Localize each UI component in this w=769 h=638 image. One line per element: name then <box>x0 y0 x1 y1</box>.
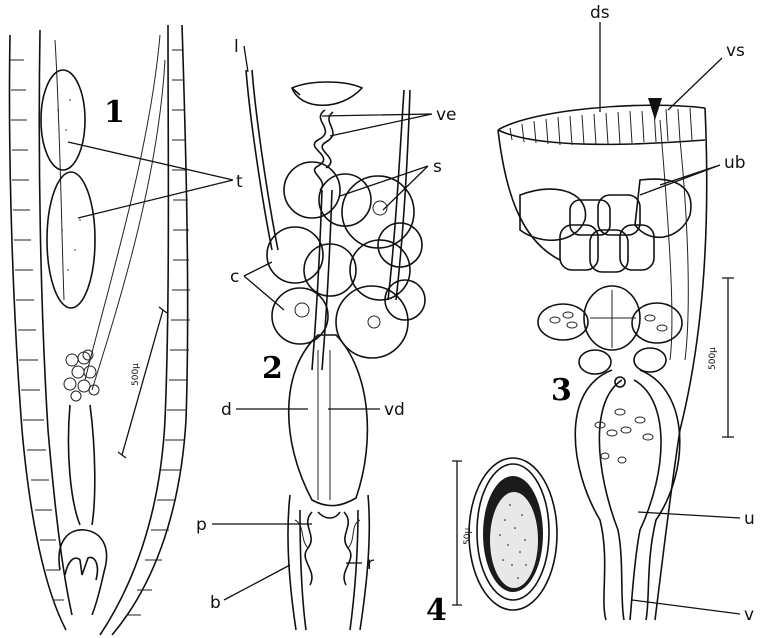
label-v: v <box>744 605 754 625</box>
figure-number-1: 1 <box>104 95 125 130</box>
scale-label-fig4: 50μ <box>463 528 473 545</box>
label-vs: vs <box>726 41 745 61</box>
figure-2-drawing <box>246 70 425 630</box>
figure-labels: t l ve s c d vd p r b ds vs ub u v <box>196 3 755 625</box>
label-u: u <box>744 509 755 529</box>
scale-label-fig1: 500μ <box>131 363 141 386</box>
figure-number-2: 2 <box>262 351 283 386</box>
label-d: d <box>221 400 232 420</box>
label-ub: ub <box>724 153 746 173</box>
figure-number-3: 3 <box>551 373 572 408</box>
figure-1-drawing <box>10 25 191 635</box>
label-p: p <box>196 515 207 535</box>
label-l: l <box>234 37 239 57</box>
label-r: r <box>367 554 374 574</box>
label-t: t <box>236 172 243 192</box>
scale-label-fig3: 500μ <box>708 347 718 370</box>
label-s: s <box>433 157 442 177</box>
label-b: b <box>210 593 221 613</box>
label-vd: vd <box>384 400 405 420</box>
label-c: c <box>230 267 239 287</box>
label-ds: ds <box>590 3 610 23</box>
figure-number-4: 4 <box>426 593 447 628</box>
label-ve: ve <box>436 105 457 125</box>
